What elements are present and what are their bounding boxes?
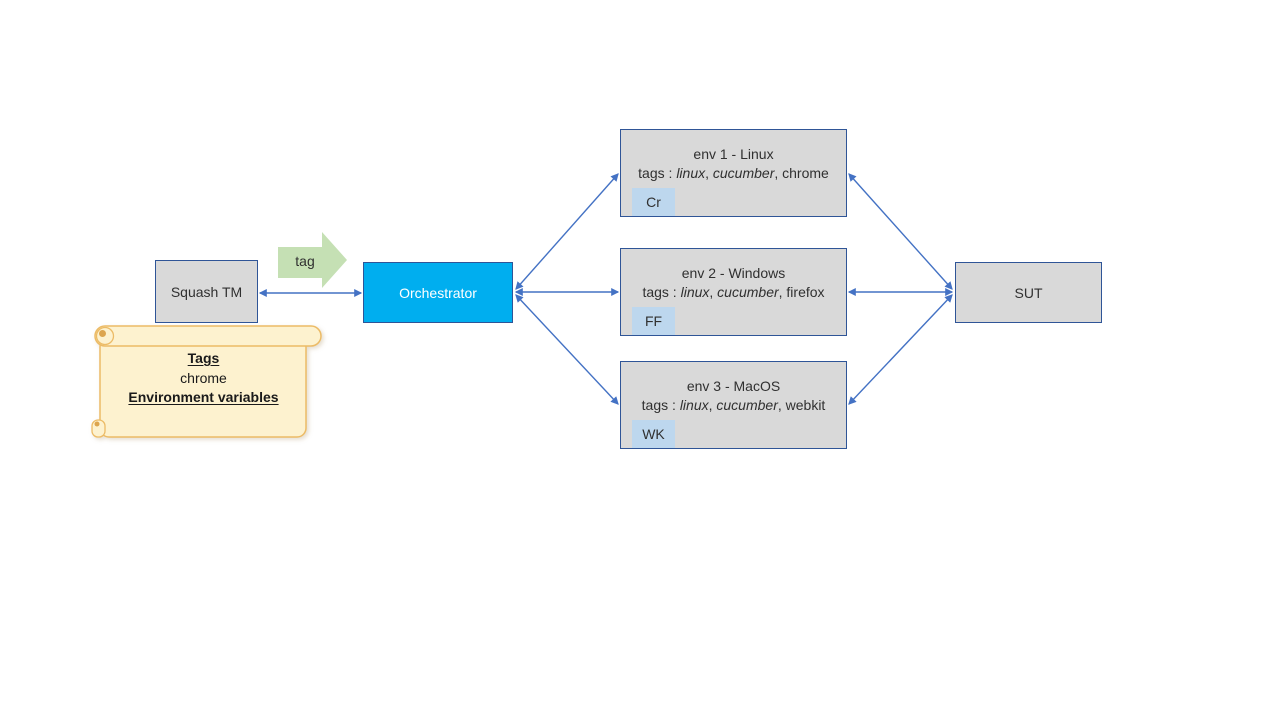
env1-tag-italic-2: cucumber bbox=[712, 165, 775, 181]
connector-orchestrator-env1 bbox=[515, 173, 619, 290]
env3-title: env 3 - MacOS bbox=[686, 378, 781, 394]
env2-tag-italic-2: cucumber bbox=[717, 284, 779, 300]
env3-node: env 3 - MacOS tags : linux, cucumber, we… bbox=[620, 361, 847, 449]
env1-tag-italic-1: linux bbox=[676, 165, 706, 181]
orchestrator-label: Orchestrator bbox=[399, 284, 477, 301]
sut-node: SUT bbox=[955, 262, 1102, 323]
env3-tag-italic-2: cucumber bbox=[716, 397, 778, 413]
env3-tags-prefix: tags : bbox=[641, 397, 680, 413]
squash-tm-label: Squash TM bbox=[170, 283, 243, 300]
scroll-top-band bbox=[94, 325, 322, 347]
env1-tag-plain: , chrome bbox=[774, 165, 829, 181]
connector-env1-sut bbox=[848, 173, 953, 290]
tag-arrow-label: tag bbox=[295, 253, 315, 269]
env3-tag-italic-1: linux bbox=[679, 397, 709, 413]
sut-label: SUT bbox=[1014, 284, 1043, 301]
env3-browser-badge: WK bbox=[632, 420, 675, 448]
note-tags-heading: Tags bbox=[187, 350, 220, 366]
env3-tag-plain: , webkit bbox=[777, 397, 826, 413]
scroll-top-curl bbox=[95, 326, 115, 346]
env1-tags: tags : linux, cucumber, chrome bbox=[621, 164, 846, 183]
env2-node: env 2 - Windows tags : linux, cucumber, … bbox=[620, 248, 847, 336]
note-text-block: Tags chrome Environment variables bbox=[100, 349, 307, 408]
env1-tags-sep: , bbox=[705, 165, 713, 181]
env2-tag-plain: , firefox bbox=[778, 284, 825, 300]
squash-tm-node: Squash TM bbox=[155, 260, 258, 323]
env2-tags: tags : linux, cucumber, firefox bbox=[621, 283, 846, 302]
env1-tags-prefix: tags : bbox=[638, 165, 677, 181]
tag-block-arrow bbox=[278, 232, 347, 288]
env3-tags: tags : linux, cucumber, webkit bbox=[621, 396, 846, 415]
scroll-top-curl-dot bbox=[99, 330, 106, 337]
env2-tags-prefix: tags : bbox=[642, 284, 681, 300]
note-env-vars-heading: Environment variables bbox=[128, 389, 279, 405]
env1-browser-badge: Cr bbox=[632, 188, 675, 216]
env2-tag-italic-1: linux bbox=[680, 284, 710, 300]
env2-title: env 2 - Windows bbox=[681, 265, 786, 281]
env1-node: env 1 - Linux tags : linux, cucumber, ch… bbox=[620, 129, 847, 217]
env2-tags-sep: , bbox=[709, 284, 718, 300]
connector-env3-sut bbox=[848, 294, 953, 405]
env2-browser-badge: FF bbox=[632, 307, 675, 335]
env1-title: env 1 - Linux bbox=[693, 146, 774, 162]
connector-orchestrator-env3 bbox=[515, 294, 619, 405]
env3-tags-sep: , bbox=[708, 397, 717, 413]
scroll-note-shape bbox=[91, 325, 322, 438]
scroll-bottom-curl-dot bbox=[94, 421, 100, 427]
note-chrome-line: chrome bbox=[180, 369, 227, 386]
orchestrator-node: Orchestrator bbox=[363, 262, 513, 323]
